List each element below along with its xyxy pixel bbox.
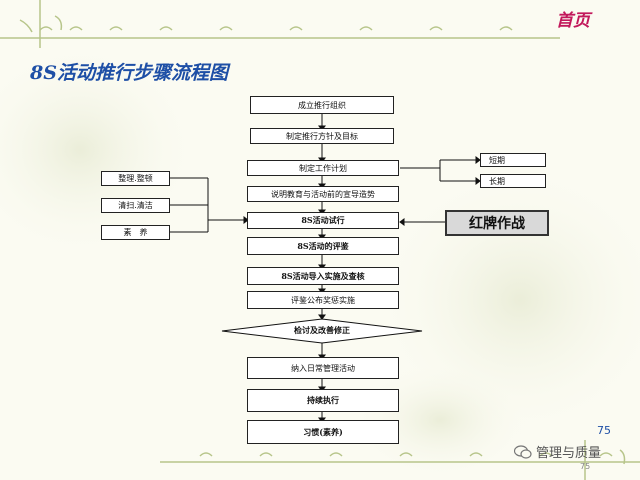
step-continue: 持续执行 [247, 389, 399, 412]
right-item-short-term: 短期 [480, 153, 546, 167]
step-publish-rewards: 评鉴公布奖惩实施 [247, 291, 399, 309]
page-number: 75 [597, 424, 611, 437]
decision-diamond [221, 318, 423, 344]
right-item-long-term: 长期 [480, 174, 546, 188]
step-set-policy-goals: 制定推行方针及目标 [250, 128, 394, 144]
step-establish-organization: 成立推行组织 [250, 96, 394, 114]
step-work-plan: 制定工作计划 [247, 160, 399, 176]
step-8s-trial: 8S活动试行 [247, 212, 399, 229]
step-education-promotion: 说明教育与活动前的宣导造势 [247, 186, 399, 202]
step-8s-implementation: 8S活动导入实施及查核 [247, 267, 399, 285]
bottom-vine-decoration [160, 440, 640, 480]
wechat-icon [514, 444, 532, 459]
step-daily-management: 纳入日常管理活动 [247, 357, 399, 379]
top-vine-decoration [0, 0, 560, 48]
watermark-text: 管理与质量 [536, 446, 602, 461]
left-item-sweep-clean: 清扫.清洁 [101, 198, 170, 213]
step-8s-evaluation: 8S活动的评鉴 [247, 237, 399, 255]
red-tag-campaign-box: 红牌作战 [445, 210, 549, 236]
watermark: 管理与质量 [514, 442, 601, 461]
home-link[interactable]: 首页 [556, 11, 590, 31]
step-habit: 习惯(素养) [247, 420, 399, 444]
left-item-discipline: 素 养 [101, 225, 170, 240]
step-review-improve: 检讨及改善修正 [294, 325, 350, 335]
left-item-sort-set: 整理.整顿 [101, 171, 170, 186]
page-title: 8S活动推行步骤流程图 [30, 62, 228, 84]
small-page-number: 75 [580, 462, 591, 471]
